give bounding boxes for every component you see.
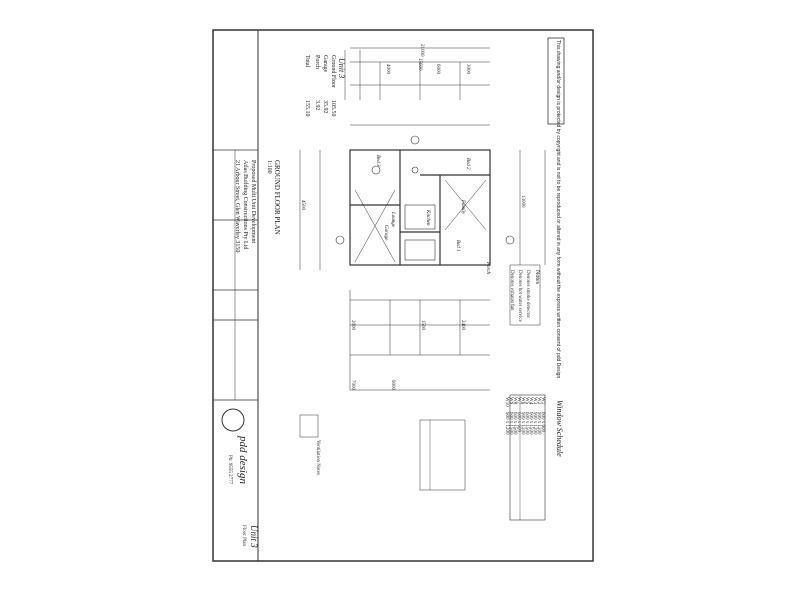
dimension-label: 1500 — [420, 320, 425, 330]
area-title: Unit 3 — [337, 58, 346, 79]
dimension-label: 13000 — [520, 195, 525, 208]
legend-note: Denotes smoke detector — [525, 270, 530, 319]
area-row-value: 155.10 — [304, 100, 310, 117]
room-label: Garage — [383, 225, 388, 241]
section-marker — [505, 235, 515, 245]
legend-note: Denotes hot water service — [517, 270, 522, 322]
notes-table — [509, 264, 541, 326]
client-name: Atlas Building Constructions Pty Ltd — [242, 160, 248, 250]
copyright-box — [547, 37, 565, 125]
room-label: Lounge — [390, 212, 395, 227]
dimension-label: 4000 — [385, 64, 390, 74]
window-schedule-title: Window Schedule — [555, 400, 564, 457]
window-schedule-table — [509, 394, 546, 521]
title-block — [212, 29, 259, 562]
ventilation-box — [299, 414, 319, 438]
area-row-label: Porch — [314, 55, 320, 69]
section-marker — [410, 135, 420, 145]
room-label: Bed 1 — [455, 240, 460, 252]
dimension-label: 3000 — [465, 64, 470, 74]
room-label: Family — [460, 200, 465, 215]
copyright-notice: This drawing and/or design is protected … — [555, 40, 561, 379]
site-address: 21 Arbour Street, Glen Waverley 3150 — [234, 160, 240, 253]
legend-note: Denotes exhaust fan — [509, 270, 514, 311]
section-marker — [335, 235, 345, 245]
dimension-label: 9000 — [390, 380, 395, 390]
company-logo — [221, 408, 245, 432]
room-label: Bed 2 — [465, 158, 470, 170]
area-row-value: 105.50 — [330, 100, 336, 117]
window-size: 900 x 1200 — [504, 412, 509, 435]
area-row-label: Total — [304, 55, 310, 68]
plan-scale: 1:100 — [266, 160, 272, 174]
dimension-label: 7000 — [350, 380, 355, 390]
dimension-label: 2000 — [350, 320, 355, 330]
dimension-label: 4500 — [300, 200, 305, 210]
room-label: Kitchen — [425, 210, 430, 226]
notes-title: Notes — [534, 270, 540, 284]
legend-table — [419, 419, 466, 491]
sheet-subtitle: Floor Plan — [241, 525, 246, 546]
dimension-label: 21000 — [419, 44, 424, 57]
project-name: Proposed Multi Unit Development — [250, 160, 256, 244]
company-contact: Ph: 9555 2777 — [227, 455, 232, 485]
floor-plan — [349, 149, 491, 266]
area-row-label: Ground Floor — [330, 55, 336, 88]
ventilation-note: Ventilation Notes — [315, 440, 320, 475]
sheet-label: Unit 3 — [249, 525, 259, 548]
dimension-label: 2400 — [460, 320, 465, 330]
area-row-label: Garage — [322, 55, 328, 73]
dimension-lines — [299, 47, 546, 391]
room-label: Porch — [485, 262, 490, 275]
plan-title: GROUND FLOOR PLAN — [273, 160, 281, 235]
window-id: W10 — [504, 397, 509, 407]
dimension-label: 6000 — [435, 64, 440, 74]
area-row-value: 3.92 — [314, 100, 320, 111]
room-label: Bed 3 — [375, 155, 380, 167]
sheet-border — [212, 29, 594, 562]
dimension-label: 15600 — [417, 58, 422, 71]
area-row-value: 35.92 — [322, 100, 328, 114]
company-name: pdd design — [237, 436, 249, 484]
